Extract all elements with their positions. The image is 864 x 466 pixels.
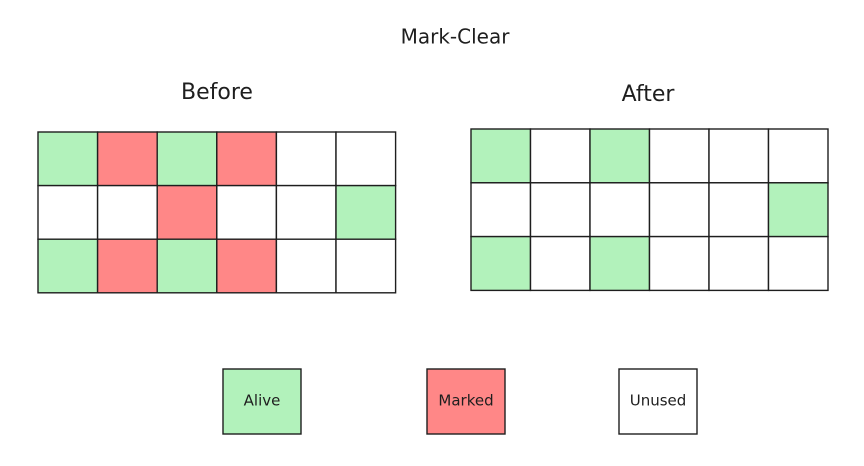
after-cell-unused bbox=[648, 128, 710, 184]
before-cell-unused bbox=[37, 184, 99, 240]
before-cell-marked bbox=[216, 238, 278, 294]
after-cell-unused bbox=[648, 235, 710, 292]
before-cell-alive bbox=[37, 238, 99, 294]
before-cell-unused bbox=[275, 184, 337, 240]
after-cell-unused bbox=[589, 182, 651, 238]
before-cell-unused bbox=[335, 238, 397, 294]
after-cell-unused bbox=[648, 182, 710, 238]
after-cell-unused bbox=[529, 235, 591, 292]
after-cell-alive bbox=[589, 235, 651, 292]
before-cell-unused bbox=[275, 131, 337, 187]
after-cell-unused bbox=[470, 182, 532, 238]
legend-alive-label: Alive bbox=[244, 392, 281, 410]
after-cell-alive bbox=[767, 182, 829, 238]
after-cell-unused bbox=[708, 182, 770, 238]
after-grid bbox=[470, 128, 829, 292]
after-cell-unused bbox=[767, 235, 829, 292]
before-panel-title: Before bbox=[181, 80, 253, 105]
legend-unused-swatch bbox=[618, 368, 698, 435]
legend-unused-label: Unused bbox=[630, 392, 687, 410]
diagram-title: Mark-Clear bbox=[401, 25, 511, 49]
before-cell-marked bbox=[96, 131, 158, 187]
before-cell-unused bbox=[96, 184, 158, 240]
after-cell-alive bbox=[589, 128, 651, 184]
before-cell-alive bbox=[37, 131, 99, 187]
before-cell-unused bbox=[216, 184, 278, 240]
legend-alive-swatch bbox=[222, 368, 302, 435]
legend: Alive Marked Unused bbox=[222, 368, 698, 435]
before-grid bbox=[37, 131, 397, 294]
before-cell-alive bbox=[156, 238, 218, 294]
after-cell-alive bbox=[470, 235, 532, 292]
before-cell-marked bbox=[216, 131, 278, 187]
legend-marked-label: Marked bbox=[438, 392, 493, 410]
legend-marked-swatch bbox=[426, 368, 506, 435]
before-cell-unused bbox=[275, 238, 337, 294]
after-panel-title: After bbox=[622, 82, 676, 107]
before-cell-unused bbox=[335, 131, 397, 187]
after-cell-unused bbox=[767, 128, 829, 184]
after-cell-unused bbox=[708, 235, 770, 292]
after-cell-unused bbox=[708, 128, 770, 184]
before-cell-marked bbox=[156, 184, 218, 240]
before-cell-alive bbox=[335, 184, 397, 240]
before-cell-alive bbox=[156, 131, 218, 187]
after-cell-unused bbox=[529, 128, 591, 184]
after-cell-unused bbox=[529, 182, 591, 238]
before-cell-marked bbox=[96, 238, 158, 294]
after-cell-alive bbox=[470, 128, 532, 184]
